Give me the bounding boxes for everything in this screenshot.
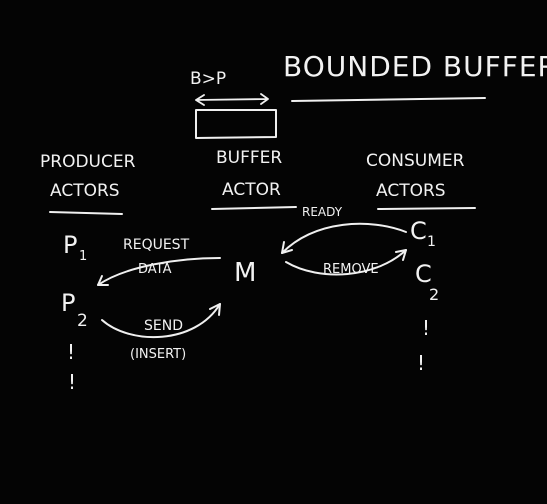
buffer-sketch-label: B>P (190, 69, 226, 89)
ready-arrow (281, 222, 407, 254)
message-send: SEND (144, 318, 183, 334)
buffer-actor-m: M (234, 258, 256, 288)
consumer-ellipsis-1: ! (422, 316, 430, 340)
consumer-heading-line2: ACTORS (376, 181, 446, 201)
producer-p1-subscript: 1 (79, 249, 87, 264)
message-request: REQUEST (123, 237, 190, 253)
remove-arrow (285, 249, 407, 276)
consumer-heading-line1: CONSUMER (366, 151, 465, 171)
request-data-arrow (97, 257, 221, 286)
remove-arrowhead (395, 249, 407, 261)
consumer-c1-subscript: 1 (427, 234, 436, 250)
consumer-c2: C (415, 260, 432, 288)
send-arrow (101, 303, 221, 339)
title-underline (291, 97, 486, 102)
consumer-ellipsis-2: ! (417, 351, 425, 375)
buffer-size-arrow (195, 93, 269, 106)
message-ready: READY (302, 205, 343, 219)
producer-p1: P (63, 231, 77, 259)
producer-heading-line2: ACTORS (50, 181, 120, 201)
producer-heading-underline (49, 211, 123, 215)
producer-p2: P (61, 289, 75, 317)
consumer-c1: C (410, 217, 427, 245)
ready-arrowhead (281, 241, 293, 254)
consumer-heading-underline (377, 207, 476, 210)
buffer-heading-line2: ACTOR (222, 180, 281, 200)
request-data-arrowhead (97, 275, 109, 286)
consumer-c2-subscript: 2 (429, 285, 439, 304)
title: BOUNDED BUFFER (283, 50, 547, 83)
producer-ellipsis-1: ! (67, 340, 75, 364)
producer-heading-line1: PRODUCER (40, 152, 136, 172)
message-remove: REMOVE (323, 262, 379, 277)
producer-ellipsis-2: ! (68, 370, 76, 394)
producer-p2-subscript: 2 (77, 311, 88, 331)
buffer-box (195, 109, 277, 139)
buffer-heading-line1: BUFFER (216, 148, 282, 168)
send-arrowhead (209, 303, 221, 316)
message-insert: (INSERT) (130, 347, 186, 362)
buffer-heading-underline (211, 206, 297, 210)
